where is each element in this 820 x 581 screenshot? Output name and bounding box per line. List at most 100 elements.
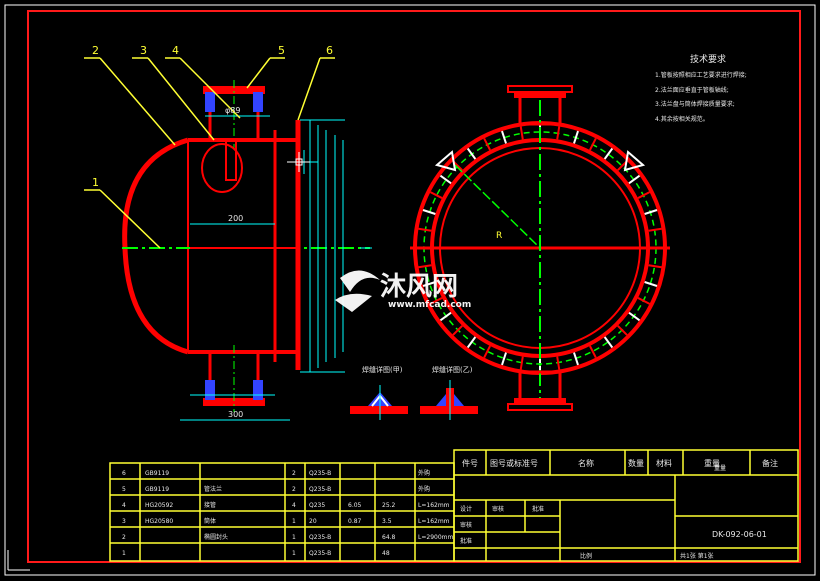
bolt-mark [648, 227, 662, 232]
bom-cell-code: GB9119 [145, 486, 169, 493]
bom-cell-w2: 25.2 [382, 502, 396, 509]
bolt-mark [556, 126, 561, 140]
tb-sheet: 共1张 第1张 [680, 552, 714, 560]
tech-requirements: 技术要求 1.管板按照相应工艺要求进行焊接; 2.法兰面应垂直于管板轴线; 3.… [655, 53, 747, 123]
bom-cell-code: GB9119 [145, 470, 169, 477]
bolt-mark [637, 297, 651, 305]
end-top-nozzle [507, 85, 573, 126]
bolt-mark [589, 137, 597, 151]
bolt-mark [644, 209, 658, 215]
callout-2: 2 [92, 44, 99, 57]
bolt-mark [628, 174, 641, 185]
bolt-mark [573, 352, 579, 366]
bolt-mark [644, 281, 658, 287]
bom-header-code: 图号或标准号 [490, 458, 538, 468]
bolt-mark [422, 209, 436, 215]
bolt-mark [429, 191, 443, 199]
weld-detail-left: 焊缝详图(甲) [350, 365, 408, 420]
bolt-mark [573, 130, 579, 144]
bom-cell-w2: 48 [382, 550, 390, 557]
weld-detail-right-label: 焊缝详图(乙) [432, 365, 473, 374]
bolt-mark [519, 356, 524, 370]
bom-cell-material: Q235-B [309, 470, 331, 477]
bom-cell-qty: 2 [292, 470, 296, 477]
bom-cell-no: 1 [122, 550, 126, 557]
bom-cell-material: Q235-B [309, 534, 331, 541]
bottom-nozzle [203, 345, 265, 412]
right-dimension-set [290, 119, 372, 373]
bolt-mark [483, 137, 491, 151]
tech-item-4: 4.其余按相关规范。 [655, 115, 709, 123]
bom-cell-material: 20 [309, 518, 317, 525]
dim-mid-length: 200 [228, 214, 243, 223]
bom-cell-qty: 1 [292, 550, 296, 557]
bom-cell-w2: 64.8 [382, 534, 396, 541]
watermark-brand: 沐风网 [380, 272, 458, 302]
tech-item-1: 1.管板按照相应工艺要求进行焊接; [655, 71, 747, 79]
bom-cell-qty: 1 [292, 518, 296, 525]
callout-6: 6 [326, 44, 333, 57]
bom-header-weight: 重量 [704, 458, 720, 468]
bom-header-note: 备注 [762, 458, 778, 468]
bom-cell-no: 6 [122, 470, 126, 477]
bom-cell-note: L=2900mm [418, 534, 453, 541]
tb-check-2: 审核 [492, 505, 504, 513]
bom-header-no: 件号 [462, 458, 478, 468]
drawing-frame [27, 10, 801, 563]
callout-1: 1 [92, 176, 99, 189]
bom-header-name: 名称 [578, 458, 594, 468]
bom-cell-qty: 4 [292, 502, 296, 509]
bolt-mark [466, 147, 477, 160]
bom-cell-w2: 3.5 [382, 518, 392, 525]
leader-lines [84, 57, 335, 249]
tb-weight-label: 重量 [714, 464, 726, 472]
bom-cell-no: 4 [122, 502, 126, 509]
bolt-mark [637, 191, 651, 199]
bom-cell-material: Q235 [309, 502, 325, 509]
bolt-mark [603, 147, 614, 160]
watermark-logo-icon [340, 270, 380, 292]
bom-header-qty: 数量 [628, 458, 644, 468]
bom-header-material: 材料 [656, 458, 672, 468]
bom-cell-code: HG20580 [145, 518, 173, 525]
bolt-mark [439, 311, 452, 322]
cursor-crosshair [287, 152, 310, 172]
bom-cell-note: 外购 [418, 485, 430, 493]
bom-cell-no: 3 [122, 518, 126, 525]
tb-scale: 比例 [580, 552, 592, 560]
bolt-mark [439, 174, 452, 185]
bom-cell-name: 筒体 [204, 517, 216, 525]
end-view: R [410, 85, 670, 411]
callout-3: 3 [140, 44, 147, 57]
bom-cell-name: 椭圆封头 [204, 533, 228, 541]
bom-cell-note: L=162mm [418, 518, 450, 525]
watermark-url: www.mfcad.com [388, 300, 471, 310]
bom-cell-qty: 1 [292, 534, 296, 541]
bolt-mark [648, 264, 662, 269]
bolt-mark [466, 336, 477, 349]
weld-detail-left-label: 焊缝详图(甲) [362, 365, 403, 374]
bolt-mark [628, 311, 641, 322]
bom-cell-w1: 0.87 [348, 518, 362, 525]
weld-detail-right: 焊缝详图(乙) [420, 365, 478, 420]
radius-line [454, 164, 541, 249]
bolt-mark [617, 325, 628, 336]
bolt-mark [556, 356, 561, 370]
bolt-mark [589, 345, 597, 359]
bolt-mark [452, 325, 463, 336]
tb-design: 设计 [460, 505, 472, 513]
bolt-mark [483, 345, 491, 359]
elevation-view: 2 3 4 5 6 1 φ89 200 300 [84, 44, 372, 421]
end-bottom-nozzle [507, 370, 573, 411]
bom-cell-name: 接管 [204, 501, 216, 509]
callout-4: 4 [172, 44, 179, 57]
bom-cell-name: 管法兰 [204, 485, 222, 493]
ucs-icon [7, 550, 30, 571]
tb-check: 审核 [460, 521, 472, 529]
bom-cell-qty: 2 [292, 486, 296, 493]
bolt-mark [418, 264, 432, 269]
bom-cell-no: 5 [122, 486, 126, 493]
bom-cell-note: L=162mm [418, 502, 450, 509]
